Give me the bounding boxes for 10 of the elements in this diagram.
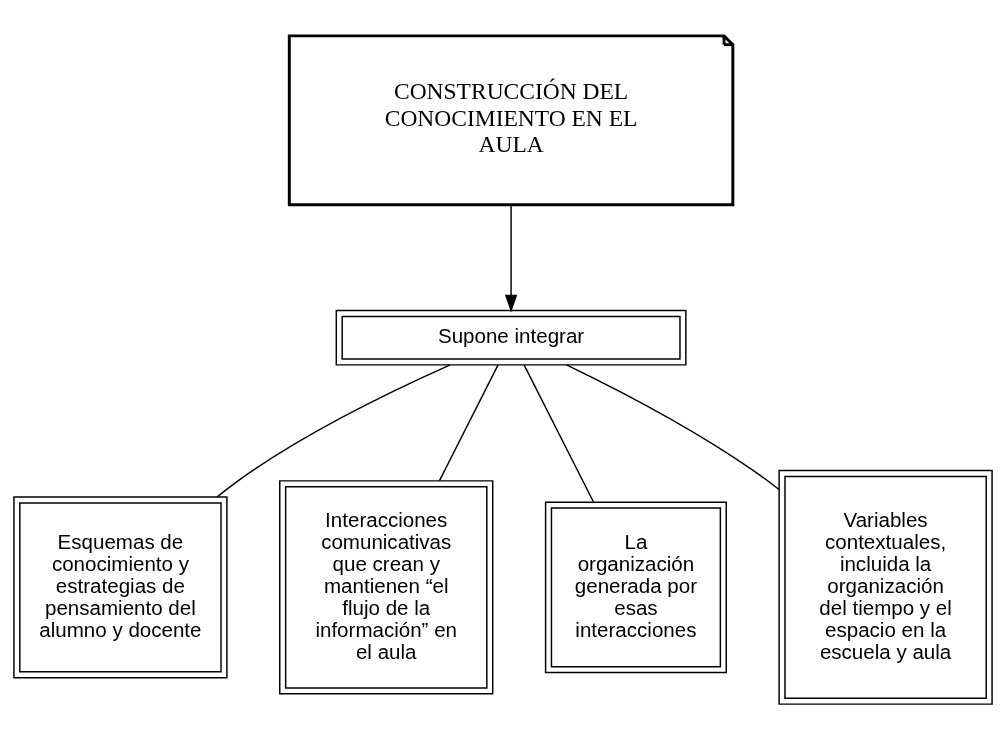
connector: [216, 364, 451, 498]
arrow: [504, 204, 518, 313]
node-box: Interacciones comunicativas que crean y mantienen “el flujo de la información” en el aula: [279, 480, 494, 695]
node-box: La organización generada por esas interacciones: [544, 501, 727, 674]
connector: [523, 364, 595, 503]
node-box: Supone integrar: [335, 309, 687, 366]
connector: [438, 364, 499, 482]
connector: [565, 364, 780, 491]
node-box: Variables contextuales, incluida la organización del tiempo y el espacio en la escuela y aula: [778, 469, 993, 705]
node-box: Esquemas de conocimiento y estrategias de pensamiento del alumno y docente: [13, 496, 228, 679]
